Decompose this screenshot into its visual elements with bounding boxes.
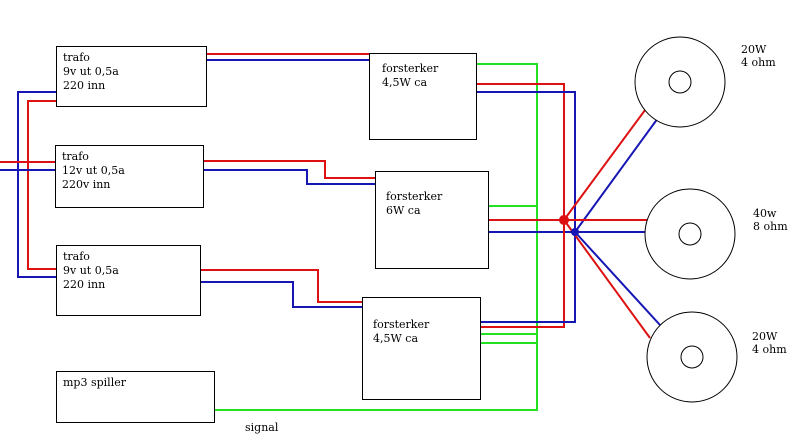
amp1-blue-out <box>477 91 576 232</box>
signal-label: signal <box>245 421 279 434</box>
amp-title: forsterker <box>382 62 439 75</box>
speaker-1 <box>634 36 726 128</box>
spk3-red-wire <box>563 219 651 339</box>
spk1-red-wire <box>563 105 649 221</box>
amp-title: forsterker <box>386 190 443 203</box>
speaker-1-label: 20W 4 ohm <box>741 43 776 69</box>
amp3-blue-out <box>481 232 576 323</box>
speaker-2 <box>644 188 736 280</box>
trafo-output-spec: 9v ut 0,5a <box>63 65 119 78</box>
trafo3-red-wire <box>200 269 362 303</box>
trafo-input-spec: 220 inn <box>63 278 106 291</box>
amp-spec: 6W ca <box>386 204 421 217</box>
speaker-3 <box>646 311 738 403</box>
trafo-output-spec: 12v ut 0,5a <box>62 164 125 177</box>
trafo-input-spec: 220 inn <box>63 79 106 92</box>
signal-green-wire <box>215 63 538 411</box>
trafo-box-3: trafo 9v ut 0,5a 220 inn <box>56 245 201 316</box>
trafo-title: trafo <box>63 51 90 64</box>
speaker-power: 40w <box>753 207 777 220</box>
blue-junction-dot <box>571 228 579 236</box>
amp-box-1: forsterker 4,5W ca <box>369 53 477 140</box>
trafo-title: trafo <box>63 250 90 263</box>
amp3-red-out <box>481 220 565 328</box>
left-blue-bus <box>17 91 56 278</box>
spk1-blue-wire <box>574 117 659 233</box>
trafo2-blue-wire <box>203 169 375 185</box>
trafo-box-1: trafo 9v ut 0,5a 220 inn <box>56 46 207 107</box>
trafo-title: trafo <box>62 150 89 163</box>
trafo-input-spec: 220v inn <box>62 178 111 191</box>
amp-title: forsterker <box>373 318 430 331</box>
trafo-box-2: trafo 12v ut 0,5a 220v inn <box>55 145 204 208</box>
amp-spec: 4,5W ca <box>373 332 419 345</box>
speaker-impedance: 4 ohm <box>741 56 776 69</box>
speaker-power: 20W <box>741 43 767 56</box>
mp3-player-label: mp3 spiller <box>63 376 126 389</box>
trafo2-red-wire <box>203 160 375 179</box>
trafo3-blue-wire <box>200 281 362 308</box>
speaker-impedance: 8 ohm <box>753 220 788 233</box>
speaker-power: 20W <box>752 330 778 343</box>
amp-box-2: forsterker 6W ca <box>375 171 489 269</box>
left-red-bus <box>27 100 56 270</box>
trafo-output-spec: 9v ut 0,5a <box>63 264 119 277</box>
speaker-2-label: 40w 8 ohm <box>753 207 788 233</box>
amp1-red-out <box>477 83 565 220</box>
speaker-3-label: 20W 4 ohm <box>752 330 787 356</box>
amp-box-3: forsterker 4,5W ca <box>362 297 481 400</box>
speaker-impedance: 4 ohm <box>752 343 787 356</box>
red-junction-dot <box>559 215 569 225</box>
spk3-blue-wire <box>574 231 661 326</box>
amp-spec: 4,5W ca <box>382 76 428 89</box>
mp3-player-box: mp3 spiller <box>56 371 215 423</box>
